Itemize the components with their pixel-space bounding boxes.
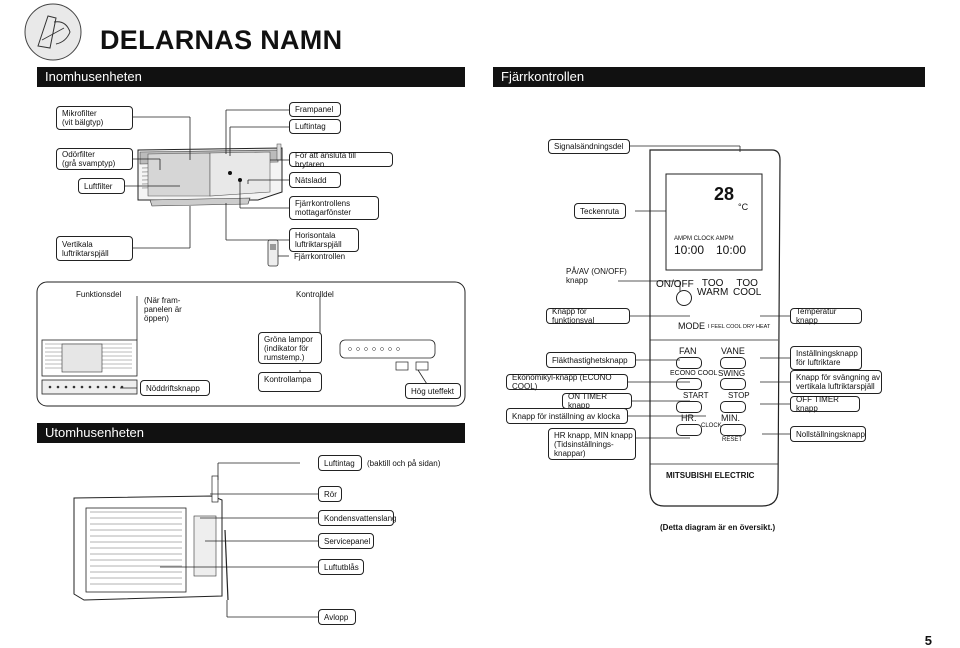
label-kondensvattenslang: Kondensvattenslang [318,510,397,526]
lcd-time-left: 10:00 [674,243,704,257]
label-brytaren: För att ansluta till brytaren [289,151,393,169]
label-oversikt: (Detta diagram är en översikt.) [660,523,776,532]
label-svangning: Knapp för svängning av vertikala luftrik… [790,370,882,394]
label-off-timer: OFF TIMER knapp [790,395,860,413]
label-hog-uteffekt: Hög uteffekt [405,383,461,399]
page-title: DELARNAS NAMN [100,25,343,55]
remote-econo-cool-label: ECONO COOL [670,370,718,377]
remote-on-off-label: ON/OFF [656,279,694,290]
page-number: 5 [924,633,932,648]
label-luftutblas: Luftutblås [318,559,364,575]
label-hr-min: HR knapp, MIN knapp (Tidsinställnings- k… [548,428,636,460]
fan-button[interactable] [676,357,702,369]
remote-vane-label: VANE [721,346,745,356]
label-kontrolldel: Kontrolldel [296,290,334,299]
section-banner-outdoor: Utomhusenheten [37,423,465,443]
remote-fan-label: FAN [679,346,697,356]
remote-too-warm-label: TOO WARM [697,278,729,298]
label-signalsandningsdel: Signalsändningsdel [548,139,630,154]
label-luftintag-indoor: Luftintag [289,119,341,134]
off-timer-button[interactable] [720,401,746,413]
section-banner-remote: Fjärrkontrollen [493,67,925,87]
label-fjarrkontrollen: Fjärrkontrollen [294,252,346,261]
section-banner-indoor: Inomhusenheten [37,67,465,87]
label-nar-frampanelen: (När fram- panelen är öppen) [144,296,182,323]
label-natsladd: Nätsladd [289,172,341,188]
indoor-unit-drawing [137,143,283,207]
label-frampanel: Frampanel [289,102,341,117]
remote-min-label: MIN. [721,413,740,423]
remote-swing-label: SWING [718,369,746,378]
label-noddriftsknapp: Nöddriftsknapp [140,380,210,396]
remote-reset-label: RESET [722,437,743,443]
label-teckenruta: Teckenruta [574,203,626,219]
label-flakthastighet: Fläkthastighetsknapp [546,352,636,368]
remote-mode-sub-label: I FEEL COOL DRY HEAT [708,324,771,330]
label-installning-klocka: Knapp för inställning av klocka [506,408,628,424]
label-funktionsdel: Funktionsdel [76,290,122,299]
small-remote-icon [267,239,279,267]
remote-clock-label: CLOCK [701,423,722,429]
label-luftintag-outdoor: Luftintag [318,455,362,471]
label-avlopp: Avlopp [318,609,356,625]
econo-cool-button[interactable] [676,378,702,390]
label-odorfilter: Odörfilter (grå svamptyp) [56,148,133,170]
label-mottagarfonster: Fjärrkontrollens mottagarfönster [289,196,379,220]
outdoor-unit-drawing [73,475,229,601]
label-mikrofilter: Mikrofilter (vit bälgtyp) [56,106,133,130]
remote-brand-label: MITSUBISHI ELECTRIC [666,471,755,480]
label-kontrollampa: Kontrollampa [258,372,322,392]
on-off-button[interactable] [676,290,692,306]
label-servicepanel: Servicepanel [318,533,374,549]
label-baktill: (baktill och på sidan) [367,459,441,468]
label-vertikala: Vertikala luftriktarspjäll [56,236,133,261]
logo-figure-icon [20,2,86,62]
lcd-clock-label: AMPM CLOCK AMPM [674,236,734,242]
on-timer-button[interactable] [676,401,702,413]
remote-body-drawing: AMPM CLOCK AMPM 28 °C 10:00 10:00 [649,149,781,507]
label-luftfilter: Luftfilter [78,178,125,194]
lcd-temperature: 28 [714,184,734,204]
remote-stop-label: STOP [728,391,750,400]
min-button[interactable] [720,424,746,436]
label-ror: Rör [318,486,342,502]
label-funktionsval: Knapp för funktionsval [546,307,630,325]
label-on-timer: ON TIMER knapp [562,392,632,410]
indoor-unit-open-drawing [36,281,466,407]
label-pa-av: PÅ/AV (ON/OFF) knapp [566,267,627,285]
hr-button[interactable] [676,424,702,436]
vane-button[interactable] [720,357,746,369]
label-installningsknapp: Inställningsknapp för luftriktare [790,346,862,370]
label-horisontala: Horisontala luftriktarspjäll [289,228,359,252]
remote-start-label: START [683,391,709,400]
swing-button[interactable] [720,378,746,390]
label-ekonomikyl: Ekonomikyl-knapp (ECONO COOL) [506,373,628,391]
remote-mode-label: MODE [678,321,705,331]
label-grona-lampor: Gröna lampor (indikator för rumstemp.) [258,332,322,364]
remote-too-cool-label: TOO COOL [733,278,762,298]
lcd-time-right: 10:00 [716,243,746,257]
label-temperatur: Temperatur knapp [790,307,862,325]
label-nollstallning: Nollställningsknapp [790,426,866,442]
lcd-temperature-unit: °C [738,202,749,212]
remote-hr-label: HR. [681,413,697,423]
